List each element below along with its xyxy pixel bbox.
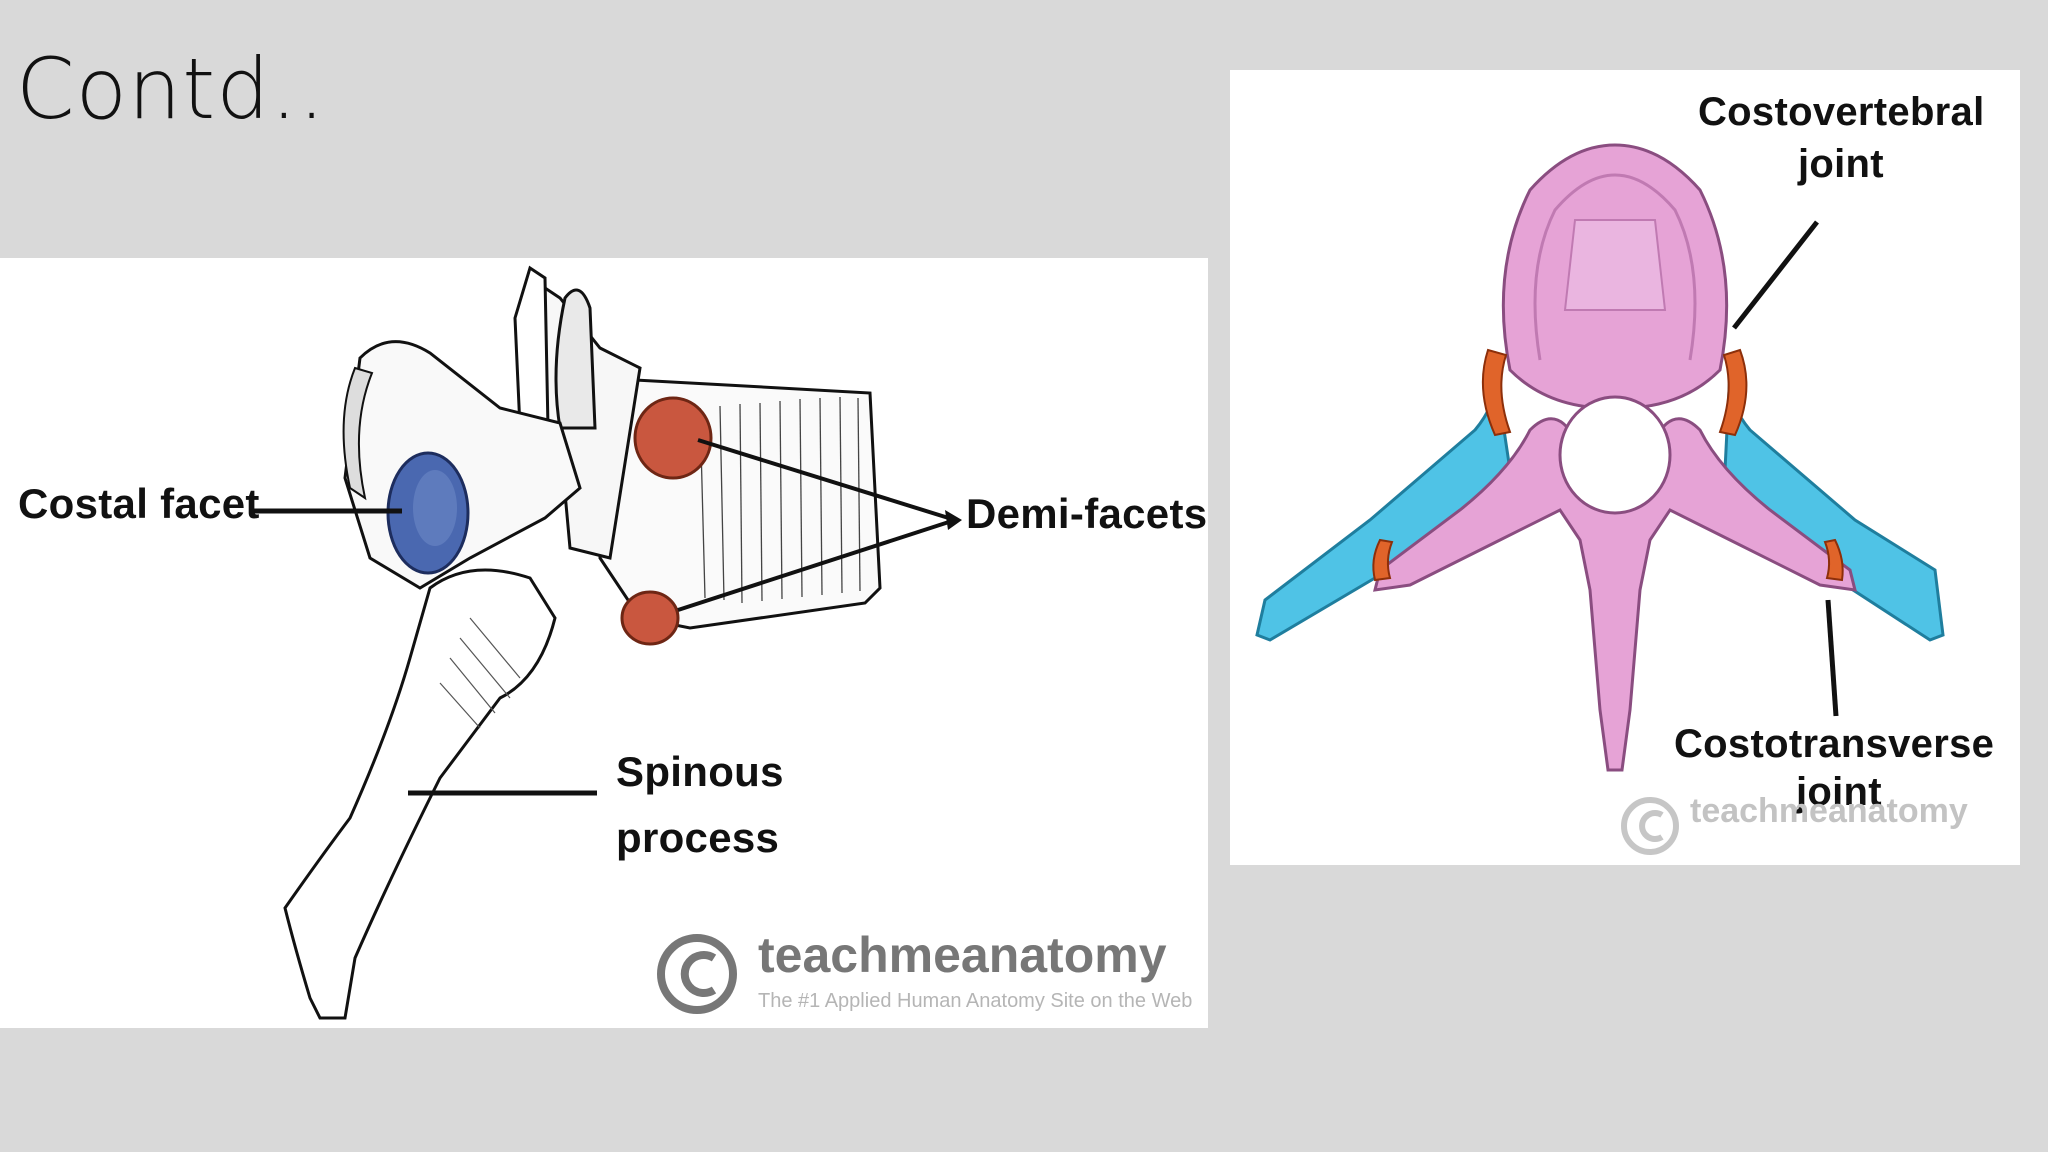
demi-facets-label: Demi-facets (966, 490, 1208, 537)
vertebra-lateral-illustration (250, 265, 962, 1020)
costotransverse-joint-label-line1: Costotransverse (1674, 722, 1995, 766)
costovertebral-joint-label-line1: Costovertebral (1698, 90, 1985, 134)
lateral-vertebra-diagram: Costal facet Demi-facets Spinous process… (0, 258, 1208, 1028)
watermark-brand: teachmeanatomy (758, 927, 1167, 983)
costotransverse-joint-label-line2: joint (1796, 770, 1882, 814)
spinous-process-label-line1: Spinous (616, 748, 784, 795)
spinous-process-label-line2: process (616, 814, 780, 861)
watermark-tagline: The #1 Applied Human Anatomy Site on the… (758, 990, 1193, 1012)
costovertebral-joint-label-line2: joint (1798, 142, 1884, 186)
copyright-icon (1621, 797, 1679, 855)
slide-title: Contd.. (16, 40, 326, 138)
costal-facet-label: Costal facet (18, 480, 260, 527)
vertebra-superior-illustration (1255, 143, 1945, 855)
watermark-brand: teachmeanatomy (1690, 792, 1968, 830)
superior-vertebra-diagram: Costovertebral joint Costotransverse joi… (1230, 70, 2020, 865)
copyright-icon (657, 934, 737, 1014)
